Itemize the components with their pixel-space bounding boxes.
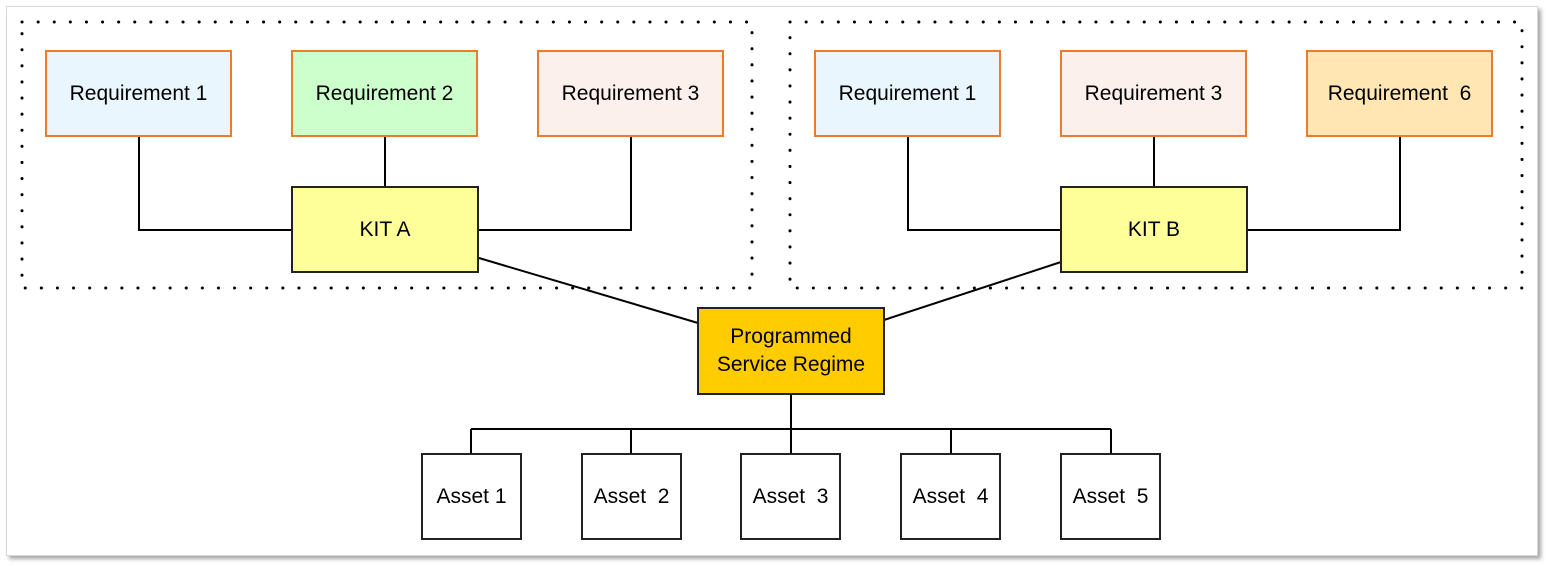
requirement-1-group-a[interactable]: Requirement 1 (45, 50, 232, 137)
connector-req1-kit-a (138, 136, 292, 231)
asset-5[interactable]: Asset 5 (1060, 453, 1161, 540)
asset-3[interactable]: Asset 3 (740, 453, 841, 540)
requirement-6-group-b[interactable]: Requirement 6 (1306, 50, 1493, 137)
connector-req1-kit-b (907, 136, 1061, 231)
kit-a[interactable]: KIT A (291, 186, 479, 273)
requirement-3-group-b[interactable]: Requirement 3 (1060, 50, 1247, 137)
asset-1[interactable]: Asset 1 (421, 453, 522, 540)
connector-req3-kit-a (479, 136, 632, 231)
programmed-service-regime[interactable]: Programmed Service Regime (697, 307, 885, 395)
asset-2[interactable]: Asset 2 (581, 453, 682, 540)
kit-b[interactable]: KIT B (1060, 186, 1248, 273)
requirement-3-group-a[interactable]: Requirement 3 (537, 50, 724, 137)
requirement-1-group-b[interactable]: Requirement 1 (814, 50, 1001, 137)
requirement-2-group-a[interactable]: Requirement 2 (291, 50, 478, 137)
connector-kit-b-regime (883, 261, 1062, 321)
connector-req6-kit-b (1247, 136, 1401, 231)
asset-4[interactable]: Asset 4 (900, 453, 1001, 540)
connector-kit-a-regime (478, 257, 699, 324)
